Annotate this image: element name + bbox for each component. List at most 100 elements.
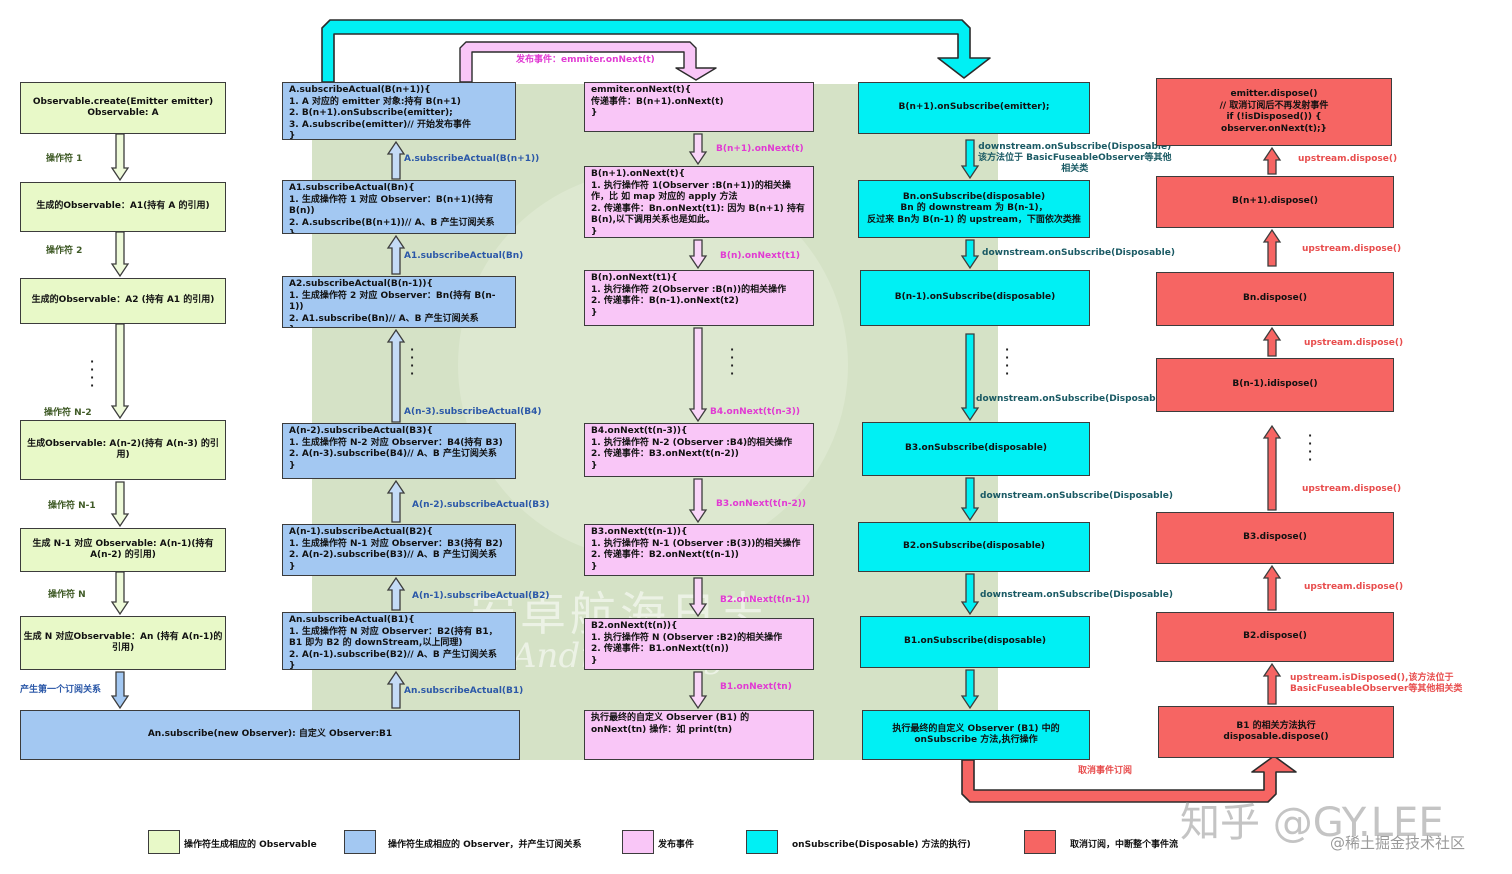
legend-text-2: 操作符生成相应的 Observer，并产生订阅关系 <box>388 840 582 850</box>
downstream-label-5: downstream.onSubscribe(Disposable) <box>980 590 1173 600</box>
downstream-label-3: downstream.onSubscribe(Disposable) <box>976 394 1169 404</box>
observable-box-2: 生成的Observable：A1(持有 A 的引用) <box>20 182 226 232</box>
op-arrow-2 <box>110 231 130 278</box>
subscribe-actual-arrow-4 <box>386 479 406 523</box>
dispose-arrow-5 <box>1262 564 1282 611</box>
subscribe-actual-box-3: A2.subscribeActual(B(n-1)){ 1. 生成操作符 2 对… <box>282 276 516 328</box>
dispose-box-4-text: B(n-1).idispose() <box>1232 379 1318 390</box>
onnext-label-2: B(n).onNext(t1) <box>720 251 801 261</box>
subscribe-actual-box-4: A(n-2).subscribeActual(B3){ 1. 生成操作符 N-2… <box>282 423 516 479</box>
an-subscribe-box-text: An.subscribe(new Observer): 自定义 Observer… <box>147 729 393 740</box>
legend-swatch-3 <box>622 830 654 854</box>
dispose-arrow-2 <box>1262 228 1282 267</box>
watermark-zhihu: 知乎 @GY.LEE <box>1180 800 1444 846</box>
onsubscribe-arrow-2 <box>960 239 980 270</box>
subscribe-actual-box-1: A.subscribeActual(B(n+1)){ 1. A 对应的 emit… <box>282 82 516 140</box>
col1-ellipsis: · · · · <box>90 355 95 392</box>
col2-ellipsis: · · · · <box>410 343 415 380</box>
onsubscribe-arrow-3 <box>960 333 980 422</box>
upstream-label-2: upstream.dispose() <box>1302 244 1402 254</box>
dispose-box-7-text: B1 的相关方法执行 disposable.dispose() <box>1223 720 1329 743</box>
operator-label-2: 操作符 2 <box>46 246 83 256</box>
onnext-label-3: B4.onNext(t(n-3)) <box>710 407 801 417</box>
header-publish-label: 发布事件：emmiter.onNext(t) <box>516 55 655 65</box>
op-arrow-5 <box>110 571 130 616</box>
subscribe-actual-box-6: An.subscribeActual(B1){ 1. 生成操作符 N 对应 Ob… <box>282 612 516 670</box>
onnext-box-7: 执行最终的自定义 Observer (B1) 的 onNext(tn) 操作：如… <box>584 710 814 760</box>
onnext-arrow-1 <box>688 133 708 166</box>
legend-text-4: onSubscribe(Disposable) 方法的执行) <box>792 840 971 850</box>
onsubscribe-box-7-text: 执行最终的自定义 Observer (B1) 中的 onSubscribe 方法… <box>892 723 1060 746</box>
legend-swatch-5 <box>1024 830 1056 854</box>
dispose-arrow-6 <box>1262 662 1282 705</box>
onsubscribe-arrow-4 <box>960 477 980 522</box>
dispose-box-5-text: B3.dispose() <box>1243 532 1307 543</box>
onnext-arrow-5 <box>688 577 708 618</box>
upstream-label-6: upstream.isDisposed(),该方法位于 BasicFuseabl… <box>1290 673 1463 694</box>
subscribe-actual-arrow-2 <box>386 234 406 275</box>
observable-box-3-text: 生成的Observable：A2 (持有 A1 的引用) <box>31 295 215 306</box>
observable-box-1-text: Observable.create(Emitter emitter) Obser… <box>32 96 214 119</box>
upstream-label-4: upstream.dispose() <box>1302 484 1402 494</box>
subscribe-actual-box-4-text: A(n-2).subscribeActual(B3){ 1. 生成操作符 N-2… <box>289 426 503 471</box>
dispose-box-3-text: Bn.dispose() <box>1243 293 1307 304</box>
upstream-label-3: upstream.dispose() <box>1304 338 1404 348</box>
observable-box-5: 生成 N-1 对应 Observable: A(n-1)(持有 A(n-2) 的… <box>20 528 226 572</box>
onnext-box-4: B4.onNext(t(n-3)){ 1. 执行操作符 N-2 (Observe… <box>584 423 814 477</box>
subscribe-actual-arrow-6 <box>386 670 406 709</box>
onsubscribe-box-1: B(n+1).onSubscribe(emitter); <box>858 82 1090 134</box>
onnext-arrow-2 <box>688 239 708 270</box>
first-subscription-label: 产生第一个订阅关系 <box>20 685 102 695</box>
subscribe-actual-box-3-text: A2.subscribeActual(B(n-1)){ 1. 生成操作符 2 对… <box>289 279 496 327</box>
onnext-arrow-4 <box>688 478 708 524</box>
onnext-box-5-text: B3.onNext(t(n-1)){ 1. 执行操作符 N-1 (Observe… <box>591 527 801 572</box>
subscribe-actual-label-2: A1.subscribeActual(Bn) <box>404 251 524 261</box>
operator-label-3: 操作符 N-2 <box>44 408 92 418</box>
op-arrow-3 <box>110 323 130 420</box>
onnext-box-3-text: B(n).onNext(t1){ 1. 执行操作符 2(Observer :B(… <box>591 273 787 318</box>
bottom-red-u-arrow <box>961 755 1297 803</box>
onsubscribe-box-6: B1.onSubscribe(disposable) <box>860 616 1090 668</box>
onnext-box-7-text: 执行最终的自定义 Observer (B1) 的 onNext(tn) 操作：如… <box>591 713 750 735</box>
onsubscribe-arrow-1 <box>960 139 980 180</box>
subscribe-actual-label-6: An.subscribeActual(B1) <box>404 686 524 696</box>
onnext-label-5: B2.onNext(t(n-1)) <box>720 595 811 605</box>
onsubscribe-arrow-6 <box>960 669 980 710</box>
subscribe-actual-label-3: A(n-3).subscribeActual(B4) <box>404 407 542 417</box>
downstream-label-2: downstream.onSubscribe(Disposable) <box>982 248 1175 258</box>
subscribe-actual-label-5: A(n-1).subscribeActual(B2) <box>412 591 550 601</box>
onsubscribe-box-3: B(n-1).onSubscribe(disposable) <box>860 270 1090 326</box>
onnext-box-6: B2.onNext(t(n)){ 1. 执行操作符 N (Observer :B… <box>584 618 814 670</box>
subscribe-actual-label-4: A(n-2).subscribeActual(B3) <box>412 500 550 510</box>
onnext-box-5: B3.onNext(t(n-1)){ 1. 执行操作符 N-1 (Observe… <box>584 524 814 576</box>
onsubscribe-box-2: Bn.onSubscribe(disposable) Bn 的 downstre… <box>858 180 1090 238</box>
subscribe-actual-arrow-1 <box>386 140 406 180</box>
observable-box-6-text: 生成 N 对应Observable：An (持有 A(n-1)的引用) <box>23 631 223 654</box>
first-sub-arrow <box>110 671 130 710</box>
dispose-box-1: emitter.dispose() // 取消订阅后不再发射事件 if (!is… <box>1156 78 1392 146</box>
onsubscribe-box-2-text: Bn.onSubscribe(disposable) Bn 的 downstre… <box>867 191 1081 225</box>
observable-box-6: 生成 N 对应Observable：An (持有 A(n-1)的引用) <box>20 616 226 670</box>
onnext-label-6: B1.onNext(tn) <box>720 682 792 692</box>
onsubscribe-box-5-text: B2.onSubscribe(disposable) <box>902 541 1046 552</box>
onnext-box-4-text: B4.onNext(t(n-3)){ 1. 执行操作符 N-2 (Observe… <box>591 426 793 471</box>
col3-ellipsis: · · · · <box>730 343 735 380</box>
onnext-label-4: B3.onNext(t(n-2)) <box>716 499 807 509</box>
subscribe-actual-box-2-text: A1.subscribeActual(Bn){ 1. 生成操作符 1 对应 Ob… <box>289 183 495 234</box>
subscribe-actual-box-5: A(n-1).subscribeActual(B2){ 1. 生成操作符 N-1… <box>282 524 516 576</box>
dispose-box-5: B3.dispose() <box>1156 512 1394 564</box>
op-arrow-4 <box>110 481 130 528</box>
legend-text-3: 发布事件 <box>658 840 695 850</box>
dispose-box-2: B(n+1).dispose() <box>1156 176 1394 228</box>
upstream-label-5: upstream.dispose() <box>1304 582 1404 592</box>
dispose-box-1-text: emitter.dispose() // 取消订阅后不再发射事件 if (!is… <box>1219 89 1329 134</box>
onnext-arrow-3 <box>688 327 708 423</box>
onnext-box-1-text: emmiter.onNext(t){ 传递事件：B(n+1).onNext(t)… <box>591 85 724 118</box>
legend-text-5: 取消订阅，中断整个事件流 <box>1070 840 1179 850</box>
onsubscribe-box-1-text: B(n+1).onSubscribe(emitter); <box>898 102 1050 113</box>
an-subscribe-box: An.subscribe(new Observer): 自定义 Observer… <box>20 710 520 760</box>
dispose-box-2-text: B(n+1).dispose() <box>1232 196 1318 207</box>
top-pink-u-arrow <box>459 41 717 83</box>
